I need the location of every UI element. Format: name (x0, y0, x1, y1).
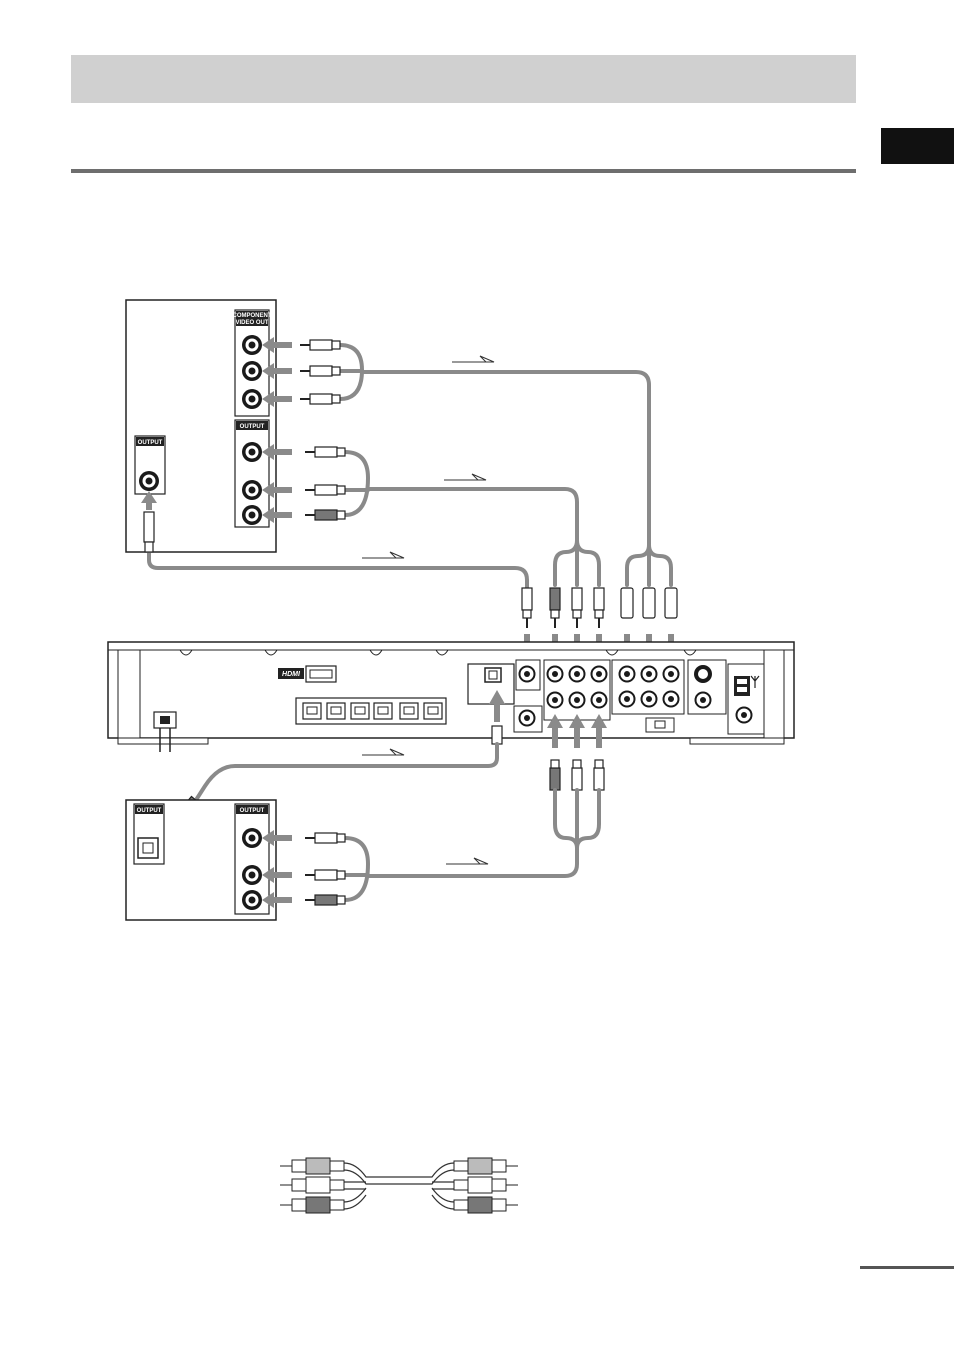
component-video-out-label-1: COMPONENT (233, 313, 272, 319)
component-jack-y (242, 335, 262, 355)
coax-output-label: OUTPUT (138, 440, 163, 446)
audio-jack-top-1 (242, 442, 262, 462)
component-jack-pr (242, 389, 262, 409)
component-video-out-label-2: VIDEO OUT (235, 320, 268, 326)
source-device-bottom: OUTPUT OUTPUT (126, 800, 368, 920)
audio-jack-top-2 (242, 480, 262, 500)
stereo-cable-illustration (280, 1158, 518, 1213)
audio-jack-bottom-2 (242, 865, 262, 885)
coax-output-jack (139, 471, 159, 491)
receiver-rear-panel: HDMI (108, 642, 794, 752)
component-jack-pb (242, 361, 262, 381)
hdmi-logo: HDMI (282, 671, 301, 678)
audio-output-label-top: OUTPUT (240, 424, 265, 430)
audio-jack-bottom-1 (242, 828, 262, 848)
audio-output-label-bottom: OUTPUT (240, 808, 265, 814)
signal-direction-arrows (362, 356, 494, 864)
audio-jack-top-3 (242, 505, 262, 525)
audio-jack-bottom-3 (242, 890, 262, 910)
optical-output-label: OUTPUT (137, 808, 162, 814)
